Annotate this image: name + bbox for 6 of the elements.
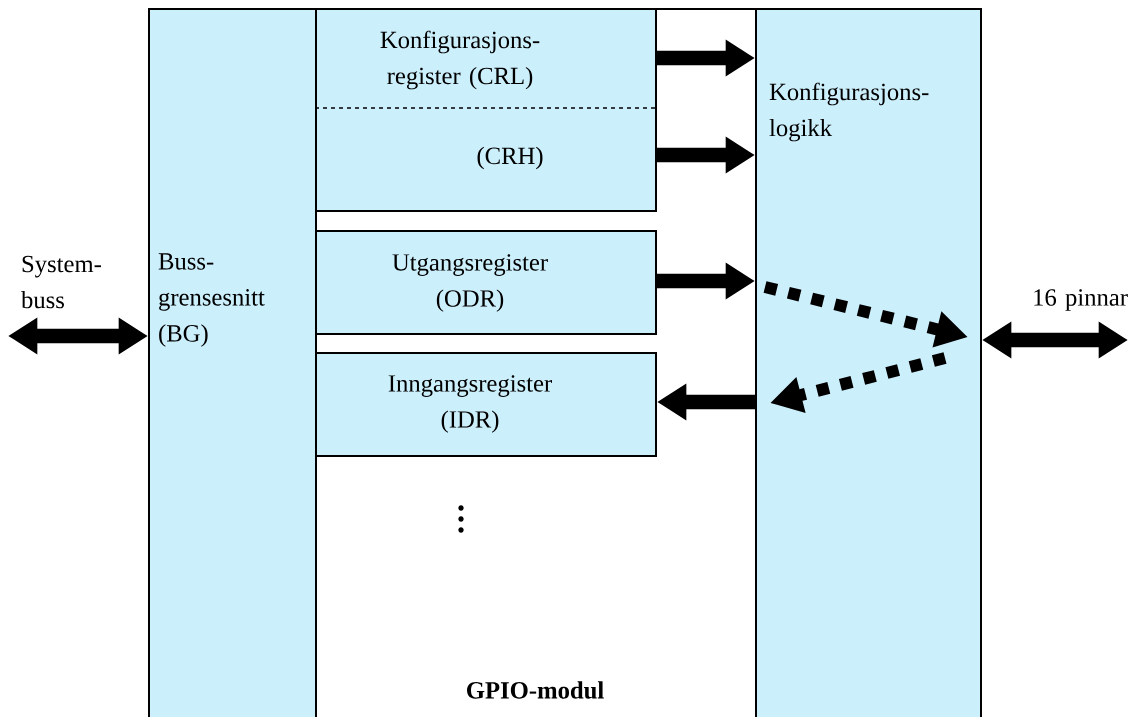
logic-block: Konfigurasjons- logikk (755, 8, 982, 717)
edge-label: 16 pinnar (1034, 289, 1128, 311)
edge-label: System- buss (21, 255, 101, 309)
register-box: Konfigurasjons- register (CRL) (CRH) (315, 8, 657, 212)
register-box: Inngangsregister (IDR) (315, 352, 657, 457)
register-box: Utgangsregister (ODR) (315, 230, 657, 335)
